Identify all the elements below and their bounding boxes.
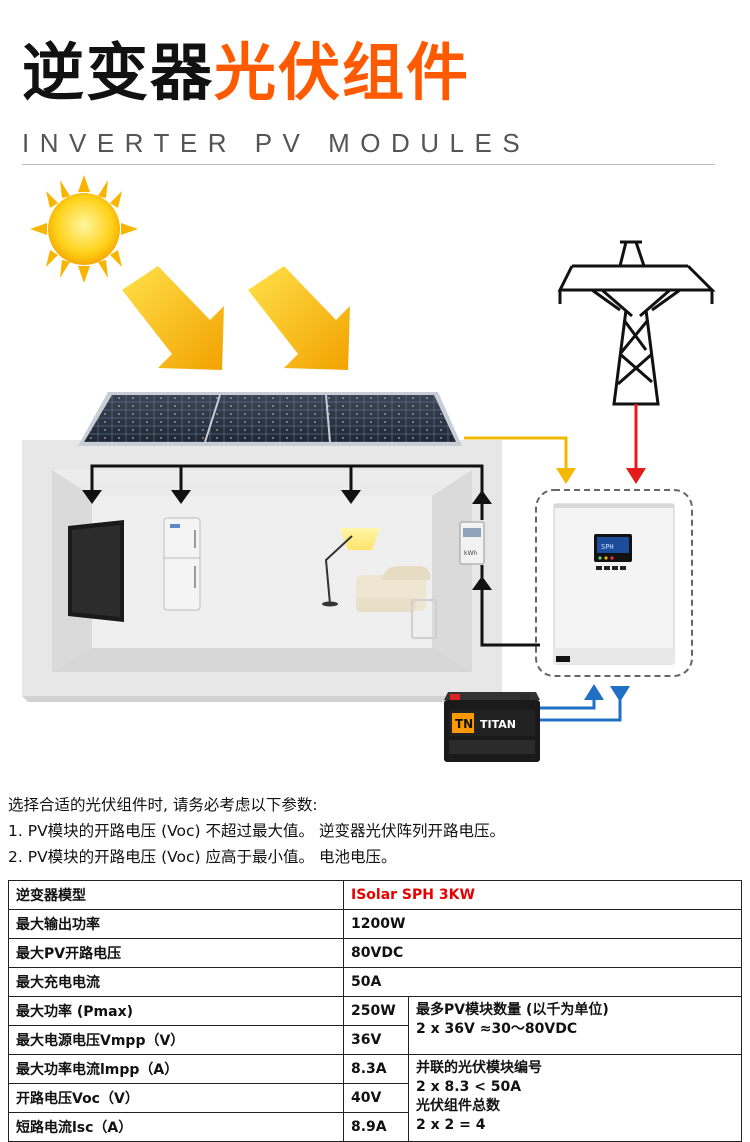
sun-icon: [30, 175, 138, 283]
solar-wire: [464, 436, 576, 484]
battery-wire: [540, 692, 622, 722]
series-calc-note: 最多PV模块数量 (以千为单位) 2 x 36V ≈30〜80VDC: [408, 996, 742, 1055]
note-b-line4: 2 x 2 = 4: [416, 1117, 486, 1133]
house-wiring: [90, 464, 540, 647]
row-value: 40V: [343, 1083, 409, 1113]
system-diagram: kWh SPH: [22, 175, 716, 762]
row-value: 8.3A: [343, 1054, 409, 1084]
battery-logo: TN: [455, 717, 473, 731]
energy-meter-icon: kWh: [459, 521, 485, 565]
solar-panel: [78, 392, 462, 446]
row-label: 最大电源电压Vmpp（V）: [8, 1025, 344, 1055]
page-subtitle: INVERTER PV MODULES: [22, 128, 531, 158]
inverter-device: SPH: [535, 489, 693, 677]
table-row: 最大功率 (Pmax) 250W 最多PV模块数量 (以千为单位) 2 x 36…: [8, 996, 742, 1055]
arrow-up-icon: [472, 490, 492, 504]
arrow-down-icon: [626, 468, 646, 484]
battery-icon: TN TITAN: [444, 692, 540, 762]
header-divider: [22, 164, 715, 165]
row-value: 80VDC: [343, 938, 742, 968]
sunlight-arrow-left: [122, 266, 224, 370]
note-a-line2: 2 x 36V ≈30〜80VDC: [416, 1021, 578, 1037]
arrow-down-icon: [171, 490, 191, 504]
row-label: 最大功率电流lmpp（A）: [8, 1054, 344, 1084]
row-label: 开路电压Voc（V）: [8, 1083, 344, 1113]
meter-label: kWh: [464, 550, 477, 557]
table-row: 最大充电电流 50A: [8, 967, 742, 997]
page-title: 逆变器光伏组件: [22, 28, 470, 118]
inverter-screen-text: SPH: [601, 543, 614, 551]
row-label: 逆变器模型: [8, 880, 344, 910]
row-value: 8.9A: [343, 1112, 409, 1142]
parallel-calc-note: 并联的光伏模块编号 2 x 8.3 < 50A 光伏组件总数 2 x 2 = 4: [408, 1054, 742, 1142]
selection-notes: 选择合适的光伏组件时, 请务必考虑以下参数: 1. PV模块的开路电压 (Voc…: [8, 792, 748, 870]
table-row: 开路电压Voc（V） 40V: [8, 1083, 742, 1113]
row-label: 最大输出功率: [8, 909, 344, 939]
arrow-down-icon: [82, 490, 102, 504]
table-row: 最大功率电流lmpp（A） 8.3A 并联的光伏模块编号 2 x 8.3 < 5…: [8, 1054, 742, 1142]
inverter-model-value: ISolar SPH 3KW: [343, 880, 742, 910]
note-b-line3: 光伏组件总数: [416, 1098, 500, 1114]
title-black-part: 逆变器: [22, 36, 215, 109]
power-tower-icon: [557, 240, 716, 406]
row-label: 最大充电电流: [8, 967, 344, 997]
row-value: 250W: [343, 996, 409, 1026]
row-value: 1200W: [343, 909, 742, 939]
arrow-down-icon: [556, 468, 576, 484]
note-intro: 选择合适的光伏组件时, 请务必考虑以下参数:: [8, 796, 318, 814]
table-row: 逆变器模型 ISolar SPH 3KW: [8, 880, 742, 910]
table-row: 最大PV开路电压 80VDC: [8, 938, 742, 968]
sunlight-arrow-right: [248, 266, 350, 370]
spec-table: 逆变器模型 ISolar SPH 3KW 最大输出功率 1200W 最大PV开路…: [8, 880, 742, 1142]
header: 逆变器光伏组件: [22, 28, 470, 118]
row-label: 最大PV开路电压: [8, 938, 344, 968]
row-value: 50A: [343, 967, 742, 997]
arrow-down-icon: [341, 490, 361, 504]
row-value: 36V: [343, 1025, 409, 1055]
arrow-down-icon: [610, 686, 630, 702]
note-b-line1: 并联的光伏模块编号: [416, 1060, 542, 1076]
arrow-up-icon: [472, 576, 492, 590]
title-orange-part: 光伏组件: [214, 36, 471, 109]
note-1: 1. PV模块的开路电压 (Voc) 不超过最大值。 逆变器光伏阵列开路电压。: [8, 822, 505, 840]
row-label: 短路电流lsc（A）: [8, 1112, 344, 1142]
note-a-line1: 最多PV模块数量 (以千为单位): [416, 1002, 609, 1018]
grid-wire: [626, 404, 646, 484]
tv-icon: [68, 520, 124, 622]
arrow-up-icon: [584, 684, 604, 700]
note-b-line2: 2 x 8.3 < 50A: [416, 1079, 522, 1095]
fridge-icon: [163, 517, 201, 611]
floor-lamp-icon: [322, 528, 380, 607]
table-row: 最大输出功率 1200W: [8, 909, 742, 939]
note-2: 2. PV模块的开路电压 (Voc) 应高于最小值。 电池电压。: [8, 848, 397, 866]
sofa-icon: [356, 566, 437, 639]
row-label: 最大功率 (Pmax): [8, 996, 344, 1026]
battery-brand: TITAN: [480, 718, 516, 731]
